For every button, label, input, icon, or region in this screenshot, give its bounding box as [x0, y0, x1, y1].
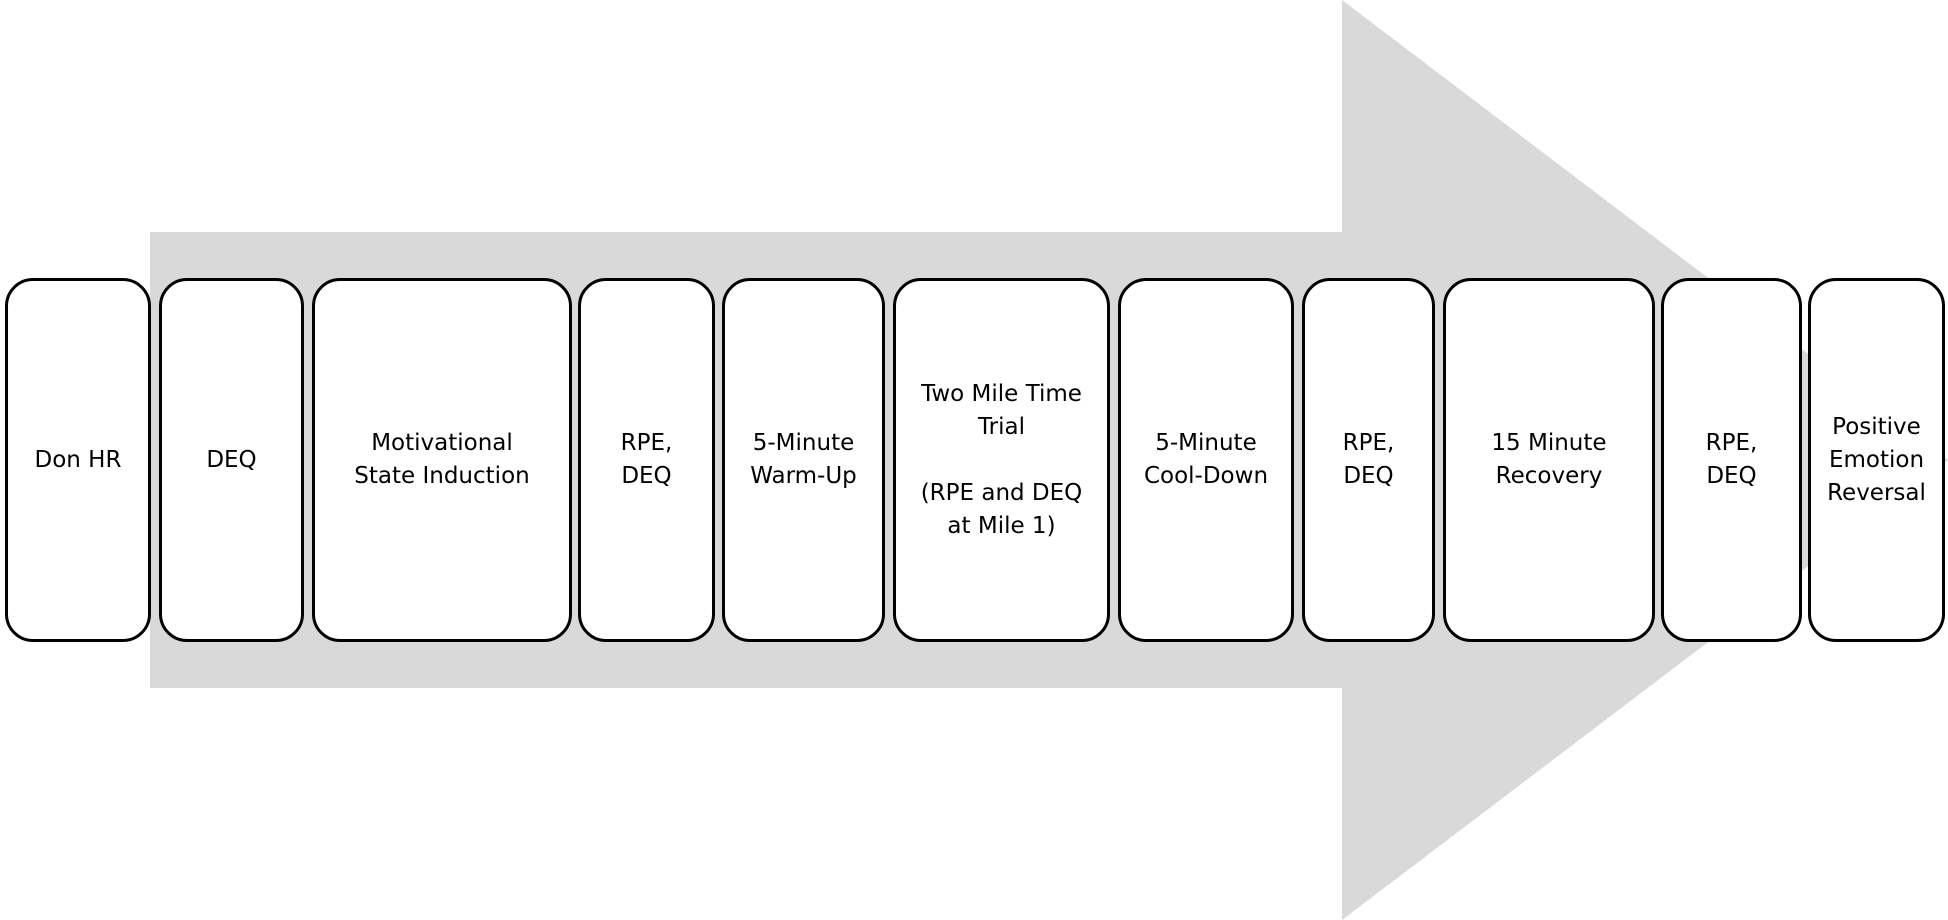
step-warm-up: 5-Minute Warm-Up	[722, 278, 885, 642]
step-motivational-state-induction: Motivational State Induction	[312, 278, 572, 642]
step-rpe-deq-3: RPE, DEQ	[1661, 278, 1802, 642]
step-positive-emotion-reversal: Positive Emotion Reversal	[1808, 278, 1945, 642]
step-don-hr: Don HR	[5, 278, 151, 642]
step-label: Motivational State Induction	[354, 430, 530, 489]
step-label: RPE, DEQ	[1705, 430, 1758, 489]
step-label: RPE, DEQ	[1342, 430, 1395, 489]
step-deq: DEQ	[159, 278, 304, 642]
step-two-mile-time-trial: Two Mile Time Trial (RPE and DEQ at Mile…	[893, 278, 1110, 642]
step-rpe-deq-1: RPE, DEQ	[578, 278, 715, 642]
step-recovery: 15 Minute Recovery	[1443, 278, 1655, 642]
step-label: 5-Minute Cool-Down	[1143, 430, 1269, 489]
step-cool-down: 5-Minute Cool-Down	[1118, 278, 1294, 642]
step-label: RPE, DEQ	[620, 430, 673, 489]
step-label: 5-Minute Warm-Up	[750, 430, 857, 489]
step-label: Two Mile Time Trial (RPE and DEQ at Mile…	[920, 380, 1083, 539]
step-label: DEQ	[206, 446, 257, 473]
step-rpe-deq-2: RPE, DEQ	[1302, 278, 1435, 642]
step-label: Positive Emotion Reversal	[1827, 413, 1926, 506]
step-label: Don HR	[34, 446, 122, 473]
step-label: 15 Minute Recovery	[1491, 430, 1607, 489]
